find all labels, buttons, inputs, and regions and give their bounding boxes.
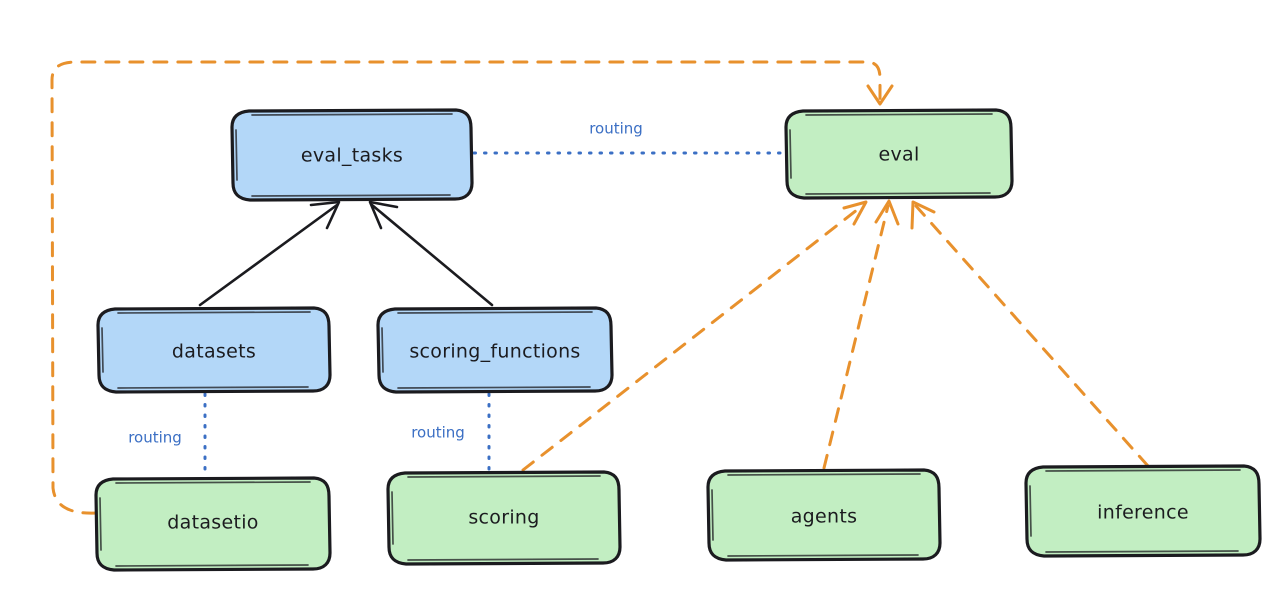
node-eval-tasks-border bbox=[230, 108, 474, 202]
edge-layer bbox=[50, 60, 1150, 515]
node-scoring-sketch bbox=[391, 475, 601, 561]
edge-scoring-to-eval bbox=[521, 200, 868, 472]
node-eval-sketch bbox=[789, 113, 993, 195]
node-agents-sketch bbox=[711, 473, 921, 557]
node-agents-fill bbox=[708, 470, 940, 560]
node-agents-border bbox=[706, 468, 942, 562]
node-eval[interactable]: eval bbox=[784, 108, 1014, 200]
edge-agents-to-eval bbox=[822, 199, 900, 470]
node-inference-border bbox=[1024, 464, 1262, 558]
edge-datasets-to-eval-tasks bbox=[198, 200, 341, 307]
node-eval-fill bbox=[786, 110, 1012, 198]
node-agents[interactable]: agents bbox=[706, 468, 942, 562]
node-datasets-border bbox=[96, 306, 332, 394]
node-datasetio-fill bbox=[96, 478, 330, 570]
node-scoring-functions-border bbox=[376, 306, 614, 394]
node-datasetio[interactable]: datasetio bbox=[94, 476, 332, 572]
node-scoring-functions[interactable]: scoring_functions bbox=[376, 306, 614, 394]
node-scoring[interactable]: scoring bbox=[386, 470, 622, 566]
edge-scoring-functions-to-eval-tasks bbox=[368, 200, 494, 307]
node-eval-tasks-label: eval_tasks bbox=[301, 145, 403, 167]
node-inference-label: inference bbox=[1097, 502, 1189, 524]
node-eval-tasks[interactable]: eval_tasks bbox=[230, 108, 474, 202]
edge-inference-to-eval bbox=[910, 200, 1150, 468]
node-scoring-fill bbox=[388, 472, 620, 564]
node-datasets[interactable]: datasets bbox=[96, 306, 332, 394]
node-eval-border bbox=[784, 108, 1014, 200]
node-inference-fill bbox=[1026, 466, 1260, 556]
node-eval-label: eval bbox=[878, 144, 919, 166]
node-datasets-sketch bbox=[101, 311, 311, 389]
edge-label-layer: routing routing routing bbox=[128, 120, 643, 447]
node-scoring-functions-fill bbox=[378, 308, 612, 392]
node-scoring-border bbox=[386, 470, 622, 566]
node-eval-tasks-fill bbox=[232, 110, 472, 200]
node-datasetio-sketch bbox=[99, 481, 311, 567]
node-inference-sketch bbox=[1029, 469, 1241, 553]
edge-label-routing-scoring-functions: routing bbox=[411, 424, 465, 442]
edge-label-routing-eval-tasks: routing bbox=[589, 120, 643, 138]
node-datasetio-border bbox=[94, 476, 332, 572]
node-agents-label: agents bbox=[791, 506, 858, 528]
node-datasetio-label: datasetio bbox=[167, 512, 258, 534]
node-scoring-label: scoring bbox=[468, 507, 539, 529]
node-eval-tasks-sketch bbox=[235, 113, 453, 197]
node-datasets-label: datasets bbox=[172, 341, 256, 363]
node-datasets-fill bbox=[98, 308, 330, 392]
edge-label-routing-datasets: routing bbox=[128, 429, 182, 447]
node-inference[interactable]: inference bbox=[1024, 464, 1262, 558]
node-scoring-functions-label: scoring_functions bbox=[409, 341, 580, 363]
edge-datasetio-to-eval bbox=[50, 60, 894, 515]
node-scoring-functions-sketch bbox=[381, 311, 593, 389]
